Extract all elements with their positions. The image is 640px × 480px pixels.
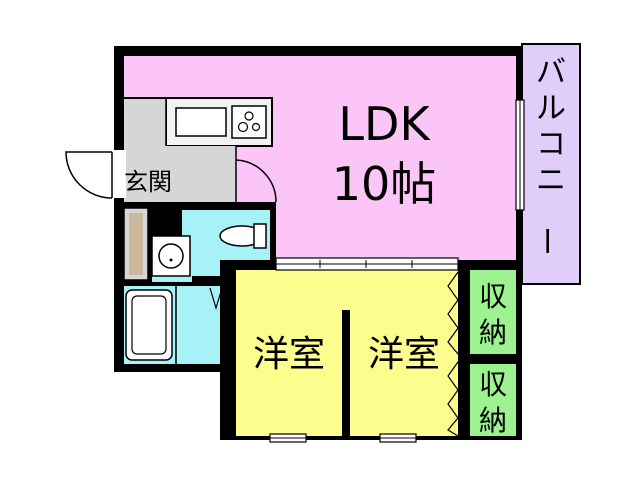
western-room-2: [350, 270, 458, 436]
storage-2-label-bottom: 納: [479, 404, 507, 437]
entrance-label: 玄関: [124, 168, 172, 196]
western-room-1: [236, 270, 342, 436]
balcony-label-char: ル: [536, 91, 566, 126]
washbasin-icon: [151, 235, 191, 277]
entrance-floor: [124, 98, 166, 202]
balcony: [521, 43, 581, 285]
storage-2-label-top: 収: [479, 368, 507, 401]
ldk-door-swing: [235, 159, 277, 203]
closet-door-2: [447, 361, 459, 437]
sink-icon: [175, 107, 227, 137]
balcony-label-char: バ: [536, 55, 566, 90]
western-room-2-label: 洋室: [368, 334, 440, 375]
storage-1: [470, 270, 516, 354]
balcony-label-char: ニ: [536, 163, 566, 198]
balcony-label-char: ー: [528, 226, 563, 256]
balcony-label-char: コ: [536, 127, 566, 162]
balcony-label: バルコニー: [528, 55, 566, 256]
entrance-door-swing: [65, 151, 113, 199]
storage-2: [470, 364, 516, 436]
western-room-1-label: 洋室: [253, 334, 325, 375]
stove-icon: [231, 105, 267, 139]
ldk-size-label: 10帖: [332, 157, 437, 211]
closet-door-1: [447, 271, 459, 355]
storage-1-label-bottom: 納: [479, 316, 507, 349]
ldk-label: LDK: [338, 97, 431, 151]
storage-1-label-top: 収: [479, 280, 507, 313]
